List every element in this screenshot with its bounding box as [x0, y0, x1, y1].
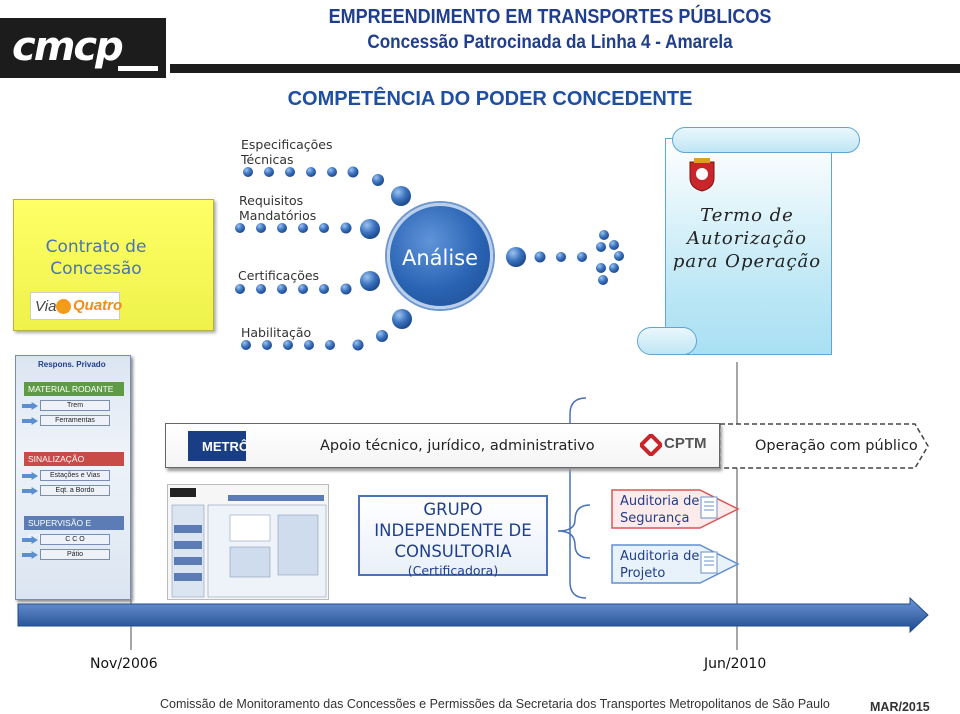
contrato-line1: Contrato de [45, 237, 147, 257]
header-bar [170, 64, 960, 73]
label-especificacoes: Especificações Técnicas [241, 137, 333, 167]
document-icon [700, 551, 718, 574]
metro-logo: METRÔ [188, 431, 249, 461]
contrato-box: Contrato de Concessão Via Quatro [13, 199, 214, 331]
auditoria-projeto-1: Auditoria de [620, 549, 700, 564]
analise-circle: Análise [387, 203, 493, 309]
auditoria-seguranca-1: Auditoria de [620, 494, 700, 509]
grupo-line1: GRUPO [423, 500, 483, 519]
termo-line2: Autorização [687, 228, 807, 249]
dot-row-requisitos [235, 219, 380, 239]
slide-title: COMPETÊNCIA DO PODER CONCEDENTE [287, 88, 693, 110]
label-requisitos-1: Requisitos [239, 193, 304, 208]
label-especificacoes-2: Técnicas [241, 152, 294, 167]
organograma-thumbnail [167, 484, 329, 600]
dot-row-output [506, 230, 624, 285]
auditoria-projeto-2: Projeto [620, 566, 666, 581]
scroll-bottom-roll [637, 327, 697, 355]
org-arrow-icon [22, 487, 38, 495]
thumbnail-image [170, 488, 327, 598]
footer-text: Comissão de Monitoramento das Concessões… [160, 697, 830, 711]
timeline-end-date: Jun/2010 [704, 656, 767, 672]
analise-label: Análise [401, 246, 479, 270]
org-arrow-icon [22, 536, 38, 544]
viaquatro-dot-icon [56, 299, 71, 314]
grupo-title: GRUPO INDEPENDENTE DE CONSULTORIA [360, 499, 546, 562]
dot-row-especificacoes [243, 166, 411, 206]
document-icon [700, 496, 718, 519]
viaquatro-via: Via [35, 298, 57, 315]
cptm-logo: CPTM [640, 432, 707, 458]
metro-logo-text: METRÔ [202, 439, 249, 454]
label-especificacoes-1: Especificações [241, 137, 333, 152]
date-stamp: MAR/2015 [870, 700, 930, 714]
org-item-ferramentas: Ferramentas [40, 415, 110, 426]
org-section-supervisao: SUPERVISÃO E CONTROLE [24, 516, 124, 542]
org-head: Respons. Privado [38, 360, 106, 369]
cmcp-logo-underbar [118, 66, 158, 71]
auditoria-projeto-label: Auditoria de Projeto [620, 548, 699, 582]
org-arrow-icon [22, 551, 38, 559]
org-item-cco: C C O [40, 534, 110, 545]
org-section-material: MATERIAL RODANTE [24, 382, 124, 396]
apoio-band [165, 423, 720, 468]
label-requisitos: Requisitos Mandatórios [239, 193, 316, 223]
viaquatro-logo: Via Quatro [30, 292, 123, 320]
org-item-trem: Trem [40, 400, 110, 411]
org-item-estacoes: Estações e Vias [40, 470, 110, 481]
grupo-line2: INDEPENDENTE DE [374, 521, 532, 540]
contrato-label: Contrato de Concessão [14, 236, 178, 280]
org-section-sinalizacao: SINALIZAÇÃO [24, 452, 124, 466]
organograma-panel: Respons. Privado MATERIAL RODANTE Trem F… [15, 355, 131, 600]
cmcp-logo: cmcp [0, 18, 166, 78]
operacao-arrow [719, 423, 929, 469]
termo-line1: Termo de [700, 205, 794, 226]
auditoria-seguranca-label: Auditoria de Segurança [620, 493, 699, 527]
cmcp-logo-text: cmcp [12, 24, 124, 70]
termo-text: Termo de Autorização para Operação [672, 204, 822, 273]
label-habilitacao: Habilitação [241, 325, 312, 340]
operacao-label: Operação com público [755, 438, 918, 454]
contrato-line2: Concessão [50, 259, 142, 279]
timeline-start-date: Nov/2006 [90, 656, 158, 672]
label-certificacoes: Certificações [238, 268, 320, 283]
org-arrow-icon [22, 472, 38, 480]
bracket-left [569, 397, 587, 599]
org-arrow-icon [22, 402, 38, 410]
grupo-box: GRUPO INDEPENDENTE DE CONSULTORIA (Certi… [358, 495, 548, 578]
header-subtitle: Concessão Patrocinada da Linha 4 - Amare… [367, 32, 733, 53]
bracket-right [557, 504, 591, 559]
org-item-patio: Pátio [40, 549, 110, 560]
org-arrow-icon [22, 417, 38, 425]
cptm-mark-icon [640, 434, 662, 456]
apoio-label: Apoio técnico, jurídico, administrativo [320, 438, 595, 454]
termo-line3: para Operação [672, 251, 822, 272]
auditoria-seguranca-2: Segurança [620, 511, 690, 526]
grupo-subtitle: (Certificadora) [407, 563, 499, 578]
dot-row-certificacoes [235, 271, 380, 295]
label-requisitos-2: Mandatórios [239, 208, 317, 223]
header-title: EMPREENDIMENTO EM TRANSPORTES PÚBLICOS [328, 6, 772, 28]
org-item-eqt: Eqt. a Bordo [40, 485, 110, 496]
grupo-line3: CONSULTORIA [394, 542, 512, 561]
timeline-arrow [17, 596, 929, 634]
sao-paulo-seal-icon [689, 158, 715, 192]
cptm-logo-text: CPTM [664, 435, 707, 452]
viaquatro-quatro: Quatro [73, 297, 123, 314]
scroll-top-roll [672, 127, 860, 153]
dot-row-habilitacao [241, 309, 412, 351]
